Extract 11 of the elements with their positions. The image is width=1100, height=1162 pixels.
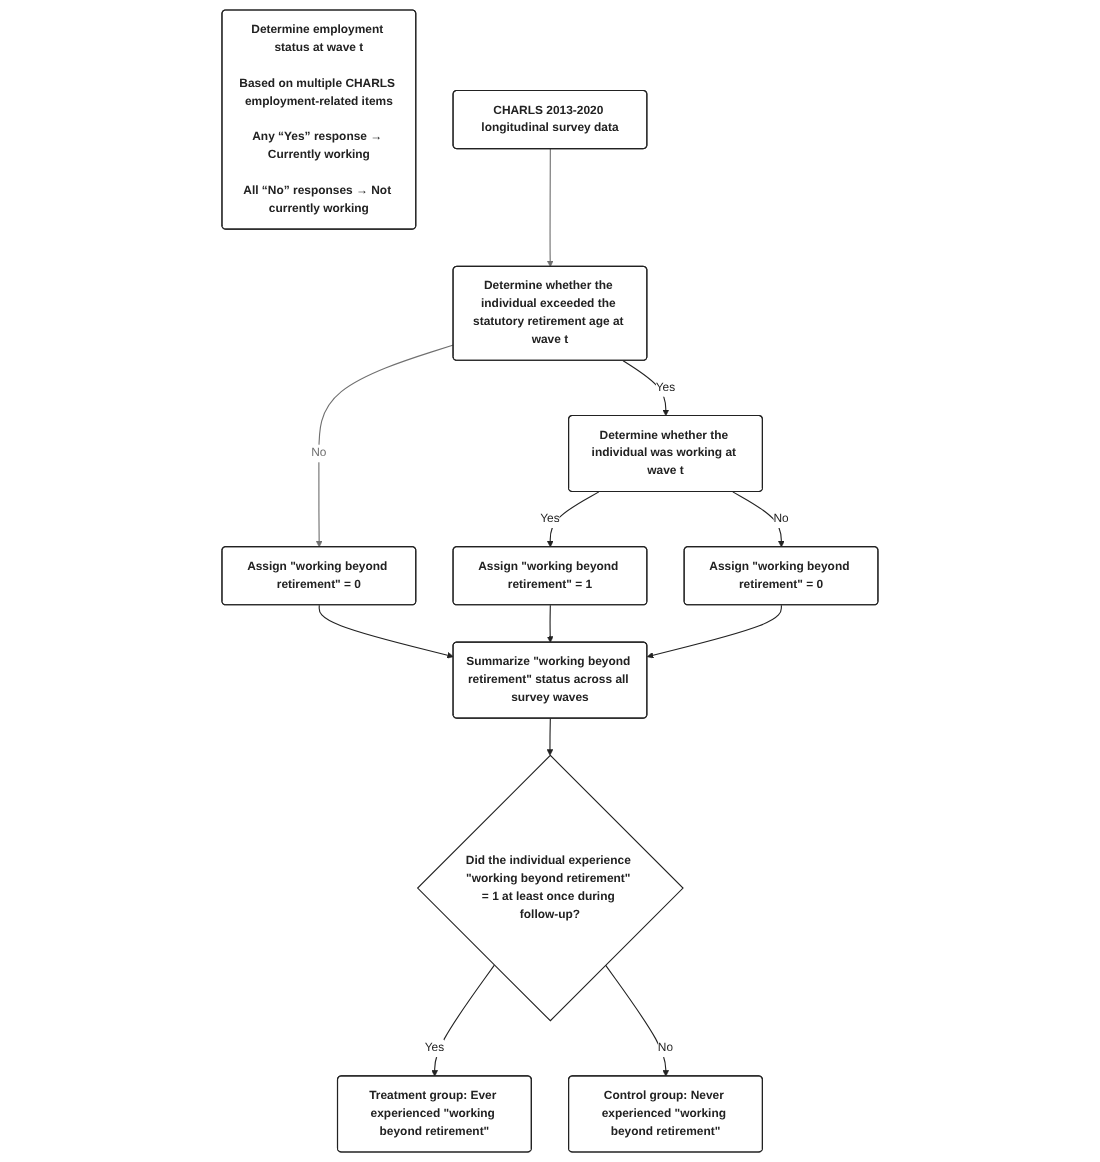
arrow bbox=[315, 344, 454, 548]
arrow bbox=[546, 604, 554, 643]
arrow bbox=[546, 148, 554, 268]
arrow bbox=[605, 964, 670, 1077]
arrow bbox=[622, 360, 670, 417]
arrow bbox=[547, 491, 600, 548]
arrow bbox=[732, 491, 785, 548]
arrow bbox=[318, 604, 454, 659]
arrow bbox=[431, 964, 495, 1077]
arrow bbox=[646, 604, 782, 659]
arrow bbox=[546, 717, 554, 756]
